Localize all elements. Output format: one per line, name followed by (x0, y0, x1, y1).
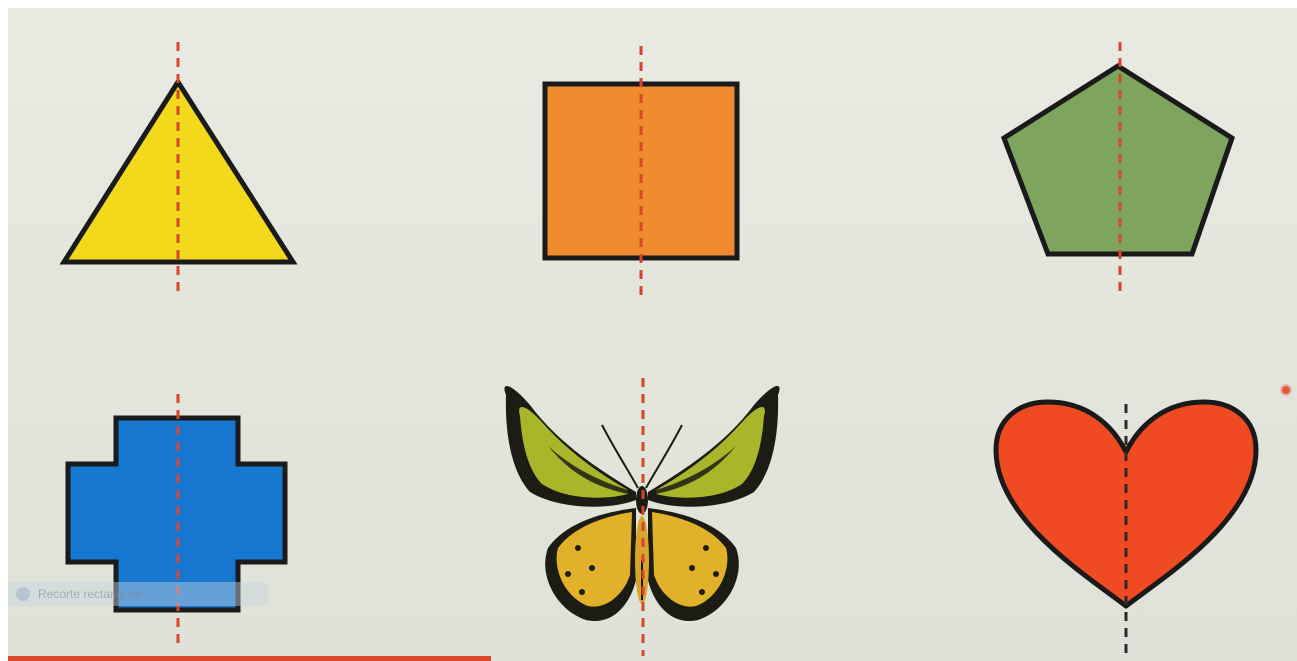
snip-mode-label: Recorte rectangular (38, 587, 143, 601)
pentagon-shape (1004, 66, 1232, 254)
video-progress-bar[interactable] (8, 656, 491, 661)
snip-mode-icon[interactable] (16, 587, 30, 601)
snip-overlay-toolbar[interactable]: Recorte rectangular (8, 582, 268, 606)
cursor-dot (1282, 386, 1290, 394)
butterfly-image (504, 386, 779, 621)
